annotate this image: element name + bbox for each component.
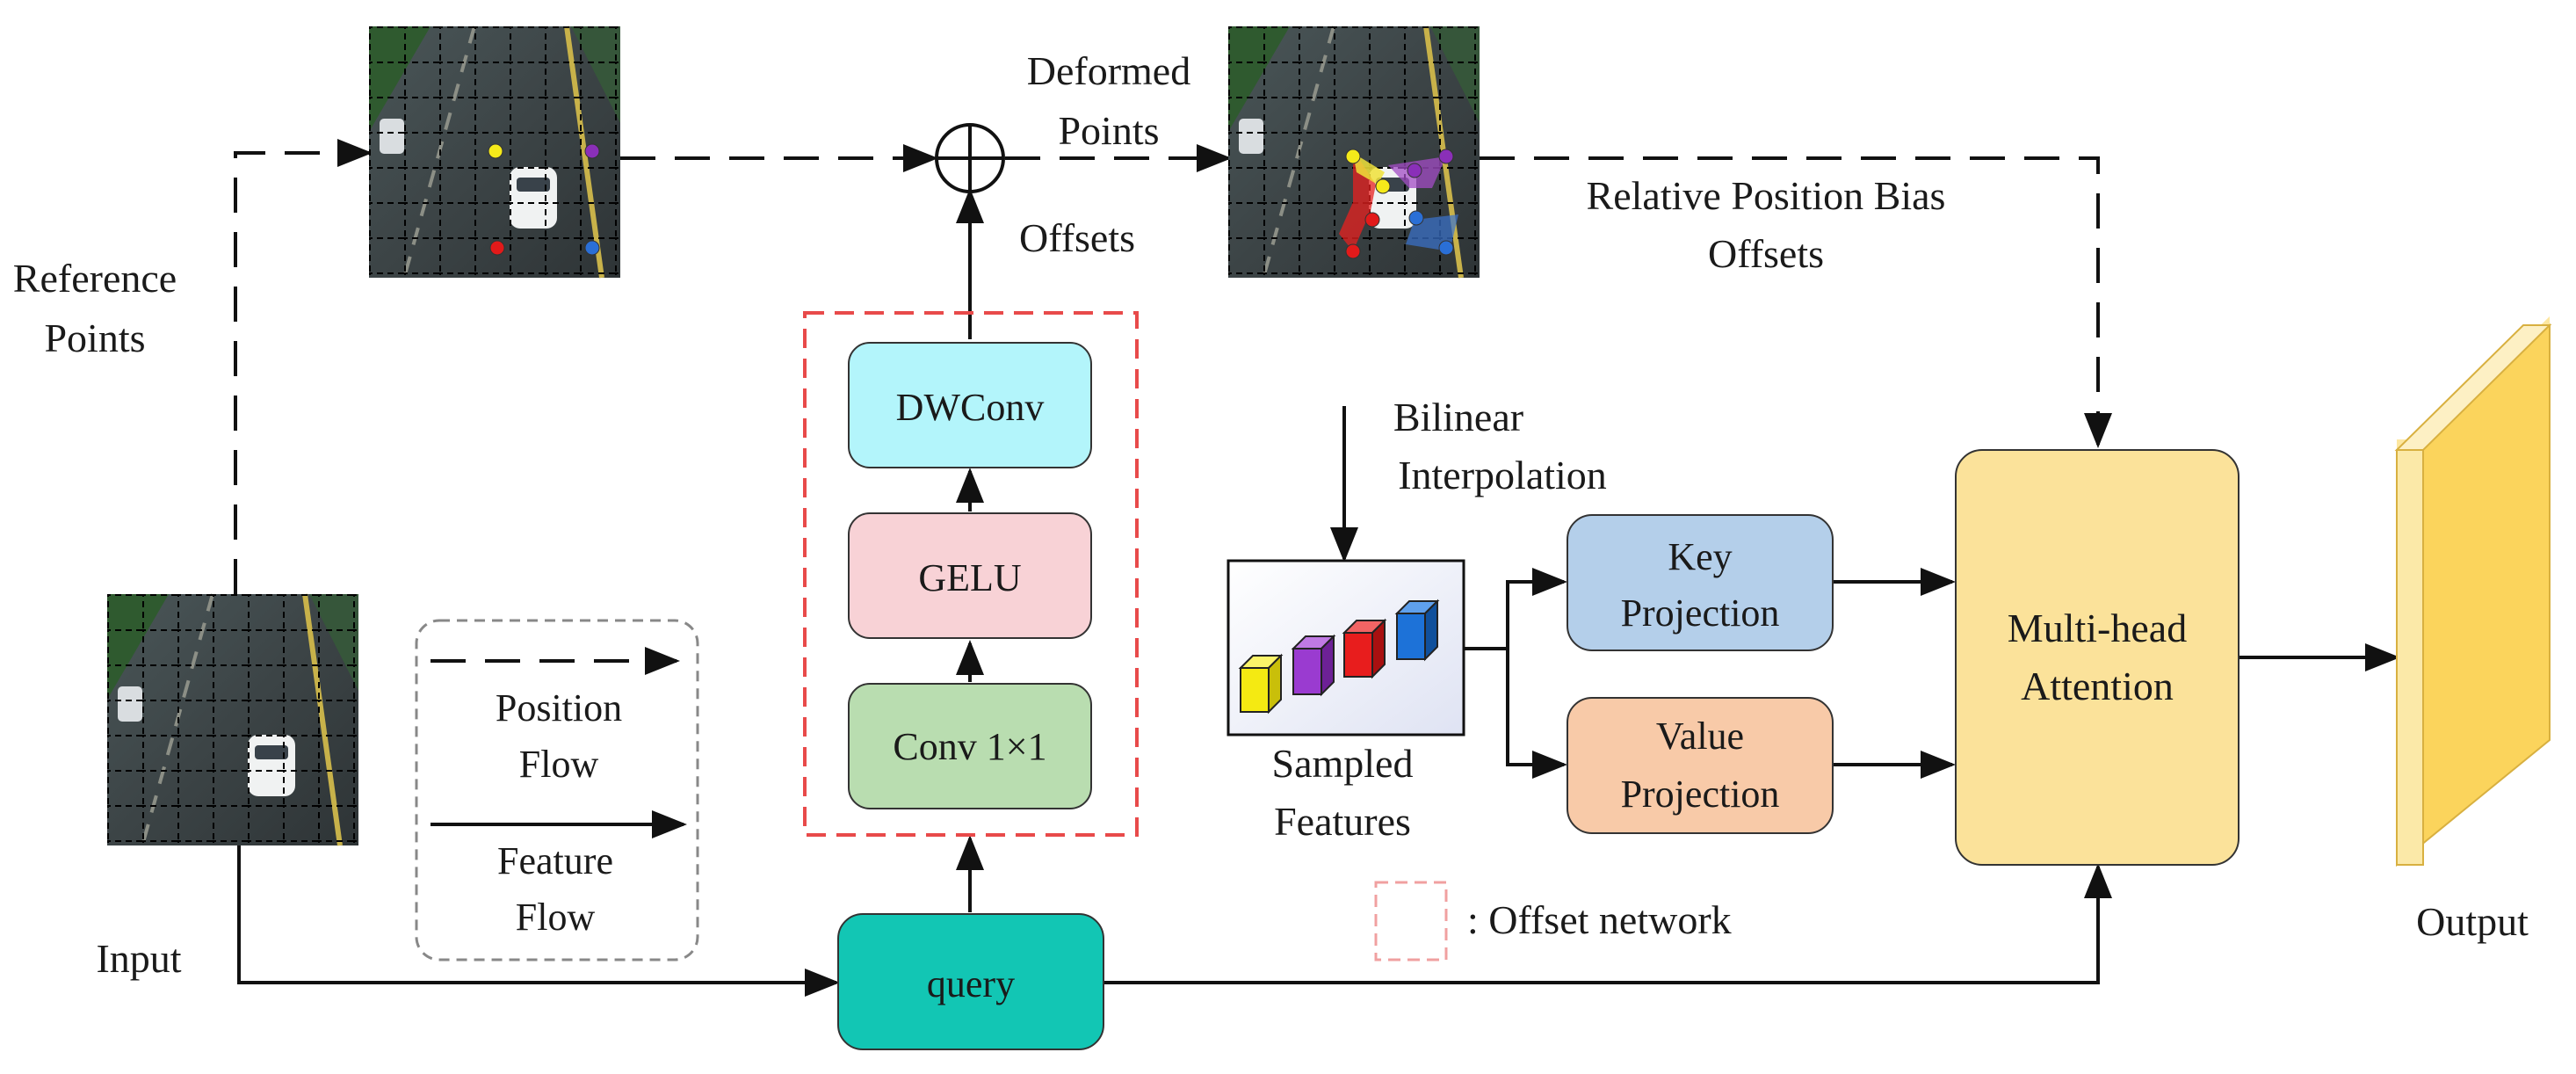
output-label: Output [2416, 899, 2529, 944]
sampled-to-key-arrow [1464, 568, 1567, 650]
rpb-line2: Offsets [1708, 231, 1824, 276]
key-projection-block: Key Projection [1567, 514, 1834, 651]
value-projection-block: Value Projection [1567, 697, 1834, 834]
reference-point-red [489, 240, 505, 256]
sampled-cube-purple [1291, 634, 1336, 697]
multi-head-attention-block: Multi-head Attention [1955, 449, 2240, 866]
offset-network-frame [803, 311, 1139, 837]
reference-points-line2: Points [44, 316, 145, 360]
sampled-features-image [1226, 559, 1465, 737]
query-label: query [927, 962, 1015, 1005]
key-line2: Projection [1621, 591, 1780, 635]
dwconv-label: DWConv [896, 386, 1045, 429]
bilinear-line1: Bilinear [1393, 395, 1523, 439]
legend-feature-line2: Flow [516, 896, 596, 939]
output-tensor [2394, 316, 2552, 867]
deformed-points-image [1228, 26, 1480, 278]
flow-legend: Position Flow Feature Flow [415, 619, 699, 962]
legend-position-line2: Flow [519, 743, 599, 786]
offsets-label: Offsets [1019, 215, 1135, 260]
legend-position-line1: Position [496, 686, 622, 729]
connectors [234, 139, 2400, 997]
reference-point-blue [584, 240, 600, 256]
value-line2: Projection [1621, 773, 1780, 816]
gelu-label: GELU [918, 556, 1021, 599]
sum-operator [935, 123, 1005, 193]
gelu-block: GELU [848, 512, 1092, 639]
legend-feature-line1: Feature [497, 839, 613, 882]
mha-line1: Multi-head [2008, 606, 2187, 650]
query-block: query [837, 913, 1104, 1050]
mha-line2: Attention [2021, 664, 2174, 708]
query-to-mha-arrow [1103, 863, 2112, 984]
dwconv-block: DWConv [848, 342, 1092, 468]
sampled-features-line1: Sampled [1272, 741, 1414, 786]
reference-point-yellow [488, 143, 503, 159]
input-label: Input [96, 936, 181, 981]
sampled-to-value-arrow [1506, 649, 1567, 779]
deformed-points-line2: Points [1058, 108, 1159, 153]
reference-point-purple [584, 143, 600, 159]
deformed-points-line1: Deformed [1027, 48, 1190, 93]
deformed-region-yellow [1353, 153, 1385, 185]
input-to-query-arrow [237, 842, 840, 997]
sampled-cube-blue [1394, 599, 1440, 662]
conv-label: Conv 1×1 [893, 725, 1046, 768]
sampled-cube-yellow [1238, 653, 1284, 715]
rpb-offsets-arrow [1480, 156, 2112, 448]
input-image [107, 594, 358, 845]
sampled-features-line2: Features [1274, 799, 1411, 844]
conv-block: Conv 1×1 [848, 683, 1092, 809]
reference-points-image [369, 26, 620, 278]
value-line1: Value [1656, 715, 1744, 758]
rpb-line1: Relative Position Bias [1587, 173, 1946, 218]
reference-points-line1: Reference [13, 256, 177, 301]
bilinear-line2: Interpolation [1398, 453, 1607, 497]
offset-network-legend: : Offset network [1374, 881, 1732, 962]
reference-points-arrow [234, 139, 373, 594]
offset-network-label: : Offset network [1467, 897, 1732, 942]
sampled-cube-red [1342, 618, 1387, 679]
key-line1: Key [1668, 535, 1732, 578]
